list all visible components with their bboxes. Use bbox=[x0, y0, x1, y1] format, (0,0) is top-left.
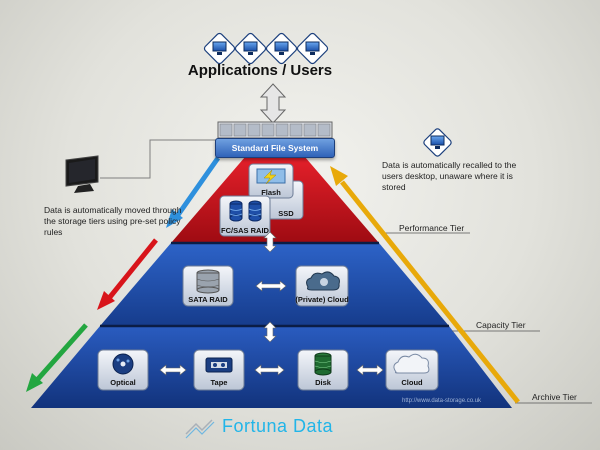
page-title: Applications / Users bbox=[187, 62, 333, 79]
down-arrowhead-green bbox=[26, 373, 43, 392]
user-monitor-icon bbox=[203, 32, 236, 65]
capacity-tier-label: Capacity Tier bbox=[476, 320, 526, 330]
auto-recall-note: Data is automatically recalled to the us… bbox=[382, 160, 517, 192]
recall-arrowhead-gold bbox=[330, 166, 348, 186]
desktop-monitor-icon bbox=[65, 155, 99, 193]
down-arrow-red bbox=[108, 238, 158, 299]
private-cloud-label: (Private) Cloud bbox=[295, 295, 349, 304]
hard-disk-icon bbox=[314, 352, 332, 376]
disk-cloud-double-arrow bbox=[356, 364, 384, 376]
flash-label: Flash bbox=[261, 188, 281, 197]
disk-label: Disk bbox=[315, 378, 331, 387]
auto-move-note: Data is automatically moved through the … bbox=[44, 205, 182, 237]
sata-disk-stack-icon bbox=[196, 269, 220, 294]
user-monitor-icons bbox=[203, 32, 329, 65]
server-rack-icon bbox=[217, 121, 333, 139]
down-arrowhead-blue bbox=[166, 209, 183, 228]
private-cloud-icon bbox=[306, 271, 340, 291]
user-monitor-icon bbox=[296, 32, 329, 65]
tape-cartridge-icon bbox=[205, 357, 233, 373]
cloud-label: Cloud bbox=[401, 378, 423, 387]
user-monitor-icon bbox=[234, 32, 267, 65]
brand-logo-mark bbox=[185, 419, 215, 439]
optical-disc-icon bbox=[112, 353, 134, 375]
users-fs-double-arrow bbox=[259, 83, 287, 124]
fcsas-raid-label: FC/SAS RAID bbox=[221, 226, 269, 235]
capacity-archive-double-arrow bbox=[263, 321, 277, 343]
flash-icon bbox=[256, 168, 286, 185]
optical-tape-double-arrow bbox=[159, 364, 187, 376]
performance-tier-label: Performance Tier bbox=[399, 223, 465, 233]
ssd-label: SSD bbox=[278, 209, 294, 218]
recall-user-monitor-icon bbox=[423, 128, 452, 157]
tape-disk-double-arrow bbox=[254, 364, 285, 376]
raid-disk-stack-icon bbox=[229, 200, 262, 222]
user-monitor-icon bbox=[265, 32, 298, 65]
down-arrow-blue bbox=[175, 156, 221, 217]
down-arrowhead-red bbox=[97, 291, 115, 310]
tape-label: Tape bbox=[210, 378, 228, 387]
sata-raid-label: SATA RAID bbox=[188, 295, 228, 304]
optical-label: Optical bbox=[110, 378, 136, 387]
desktop-connector-line bbox=[100, 139, 218, 179]
public-cloud-icon bbox=[393, 353, 430, 374]
down-arrow-green bbox=[36, 323, 88, 381]
file-system-box: Standard File System bbox=[215, 138, 335, 158]
source-url-text: http://www.data-storage.co.uk bbox=[402, 398, 482, 404]
archive-tier-label: Archive Tier bbox=[532, 392, 577, 402]
brand-name: Fortuna Data bbox=[222, 416, 334, 436]
perf-capacity-double-arrow bbox=[263, 231, 277, 253]
sata-cloud-double-arrow bbox=[255, 280, 287, 292]
recall-arrow-gold bbox=[340, 180, 520, 404]
